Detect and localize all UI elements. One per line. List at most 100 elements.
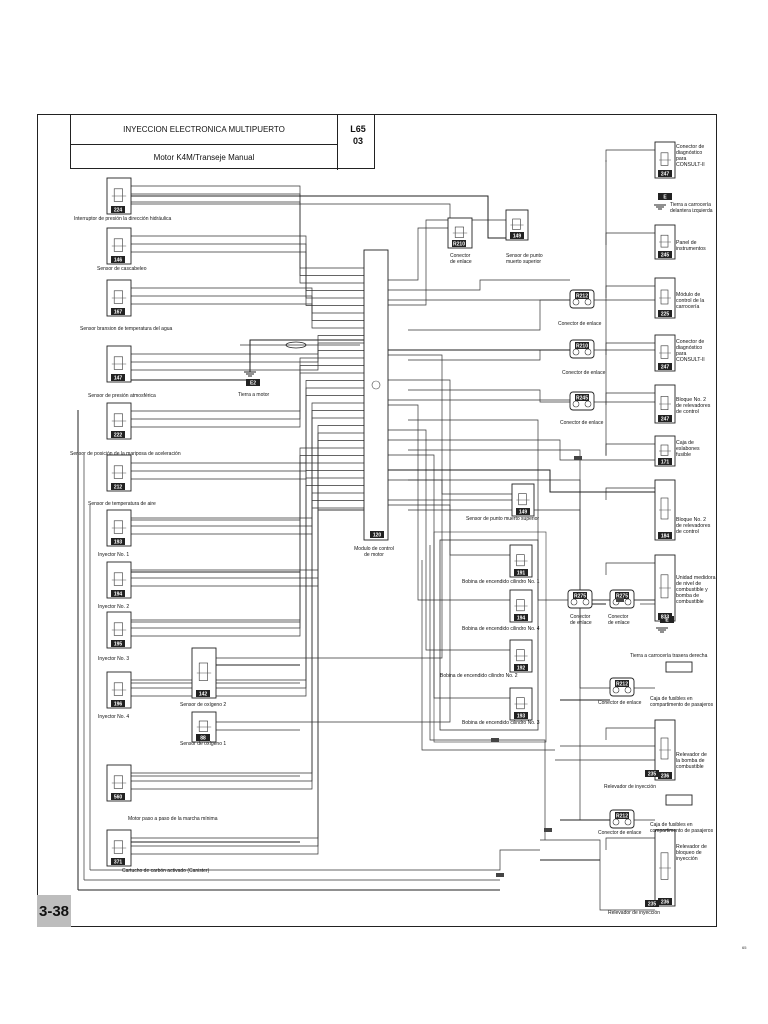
sensor-posicion-mariposa-box: [111, 431, 125, 438]
wire-panel-instrumentos: [605, 232, 655, 245]
sensor-cascabeleo-box: [111, 256, 125, 263]
fuse-caja-fusibles-1: [665, 661, 693, 673]
conector-diag-consult-top-code: 247: [661, 172, 670, 178]
bobina-group-frame: [439, 539, 539, 731]
splice-0: [491, 738, 499, 742]
label-relevador-bomba-1: la bomba de: [676, 758, 705, 764]
wire-cartucho-carbon-1: [131, 509, 364, 847]
comp-interruptor-presion-symbol: [113, 188, 123, 202]
label-sensor-oxigeno-1: Sensor de oxígeno 1: [180, 741, 226, 747]
comp-sensor-posicion-mariposa-symbol: [113, 413, 123, 427]
fuse-caja-fusibles-2: [665, 794, 693, 806]
comp-sensor-oxigeno-2: [191, 647, 217, 699]
comp-sensor-presion-atm-symbol: [113, 356, 123, 370]
wire-inyector-1-1: [131, 410, 364, 527]
bobina-3-box: [514, 712, 528, 719]
sensor-punto-muerto-sup-top-box: [510, 232, 524, 239]
bloque-relevadores-2a-box: [658, 415, 672, 422]
label-cx-1: Conector de enlace: [558, 321, 602, 327]
label-panel-instrumentos-0: Panel de: [676, 240, 697, 246]
cx-6-box: [615, 680, 629, 687]
label-unidad-medidora-3: bomba de: [676, 593, 699, 599]
conector-diag-consult-code: 247: [661, 365, 670, 371]
label-sensor-punto-muerto-sup-top-line2: muerto superior: [506, 259, 541, 265]
comp-bobina-3-symbol: [516, 697, 525, 710]
wire-sensor-presion-atm-2: [131, 350, 364, 371]
label-unidad-medidora-2: combustible y: [676, 587, 708, 593]
label-cx-2: Conector de enlace: [562, 370, 606, 376]
diagram-title: INYECCION ELECTRONICA MULTIPUERTO: [71, 115, 338, 145]
wire-motor-paso-2: [131, 507, 364, 790]
wire-cx-3-in: [408, 389, 570, 403]
inyector-2-box: [111, 590, 125, 597]
ecm-symbol: [371, 380, 381, 390]
sensor-posicion-mariposa-code: 222: [114, 433, 123, 439]
wire-inyector-4-0: [131, 470, 364, 681]
bloque-relevadores-2b-box: [658, 532, 672, 539]
bus-wire-9: [388, 469, 655, 493]
conector-diag-consult-top-box: [658, 170, 672, 177]
ecm-label-line1: Modulo de control: [354, 546, 394, 552]
label-cartucho-carbon: Cartucho de carbón activado (Canister): [122, 868, 210, 874]
label-relevador-inyeccion-1-0: Relevador de inyección: [604, 784, 656, 790]
cartucho-carbon-code: 371: [114, 860, 123, 866]
cx-3-box: [575, 394, 589, 401]
sensor-punto-muerto-sup-code: 149: [519, 510, 528, 516]
comp-panel-instrumentos-symbol: [660, 234, 669, 248]
comp-cartucho-carbon-symbol: [113, 840, 123, 854]
comp-caja-eslabones-symbol: [660, 444, 669, 456]
diagram-code-line2: 03: [352, 136, 363, 146]
bus-wire-4: [388, 279, 570, 291]
wire-interruptor-presion-0: [131, 185, 364, 269]
wire-sensor-temp-aire-2: [131, 395, 364, 480]
wire-cartucho-carbon-2: [131, 509, 364, 855]
wire-sensor-cascabeleo-2: [131, 251, 364, 306]
wire-conector-diag-consult-top: [605, 149, 655, 162]
splice-3: [574, 456, 582, 460]
page-number: 3-38: [37, 895, 71, 927]
wire-sensor-temp-agua-0: [131, 287, 364, 314]
wire-caja-eslabones: [605, 443, 655, 456]
relevador-bloqueo-box: [658, 898, 672, 905]
bobina-3-code: 193: [517, 714, 526, 720]
wire-bobina-1: [388, 379, 510, 556]
label-relevador-bomba-0: Relevador de: [676, 752, 707, 758]
relevador-inyeccion-1-box: [645, 770, 659, 777]
wire-bloque-relevadores-2b: [605, 487, 655, 500]
label-relevador-bloqueo-2: inyección: [676, 856, 698, 862]
bus-wire-0: [131, 195, 506, 239]
wire-conector-enlace-top: [388, 227, 448, 281]
wire-cx-7-in: [408, 509, 610, 821]
comp-bobina-1-symbol: [516, 554, 525, 567]
label-relevador-bomba-2: combustible: [676, 764, 704, 770]
sensor-punto-muerto-sup-top-code: 149: [513, 234, 522, 240]
sensor-cascabeleo-code: 146: [114, 258, 123, 264]
comp-modulo-control-carroceria-symbol: [660, 289, 669, 305]
wire-motor-paso-1: [131, 500, 364, 782]
wire-inyector-4-1: [131, 477, 364, 689]
comp-bobina-2-symbol: [516, 649, 525, 662]
label-cx-7: Conector de enlace: [598, 830, 642, 836]
comp-motor-paso-symbol: [113, 775, 123, 789]
ecm-label-line2: de motor: [364, 552, 384, 558]
comp-inyector-2-symbol: [113, 572, 123, 586]
wire-inyector-3-2: [131, 462, 364, 637]
label-inyector-4: Inyector No. 4: [98, 714, 129, 720]
wire-sensor-oxigeno-1: [192, 504, 451, 723]
comp-inyector-4-symbol: [113, 682, 123, 696]
inyector-4-code: 196: [114, 702, 123, 708]
bus-wire-32: [421, 560, 555, 751]
label-relevador-bloqueo-1: bloqueo de: [676, 850, 702, 856]
wire-bobina-4: [388, 404, 510, 601]
wire-relevador-bloqueo: [605, 837, 655, 850]
label-caja-eslabones-2: fusible: [676, 452, 691, 458]
inyector-3-code: 195: [114, 642, 123, 648]
label-bloque-relevadores-2a-1: de relevadores: [676, 403, 711, 409]
label-panel-instrumentos-1: instrumentos: [676, 246, 706, 252]
label-sensor-cascabeleo: Sensor de cascabeleo: [97, 266, 147, 272]
comp-inyector-3-symbol: [113, 622, 123, 636]
sensor-presion-atm-code: 147: [114, 376, 123, 382]
sensor-punto-muerto-sup-box: [516, 508, 530, 515]
comp-conector-diag-consult-symbol: [660, 345, 669, 359]
